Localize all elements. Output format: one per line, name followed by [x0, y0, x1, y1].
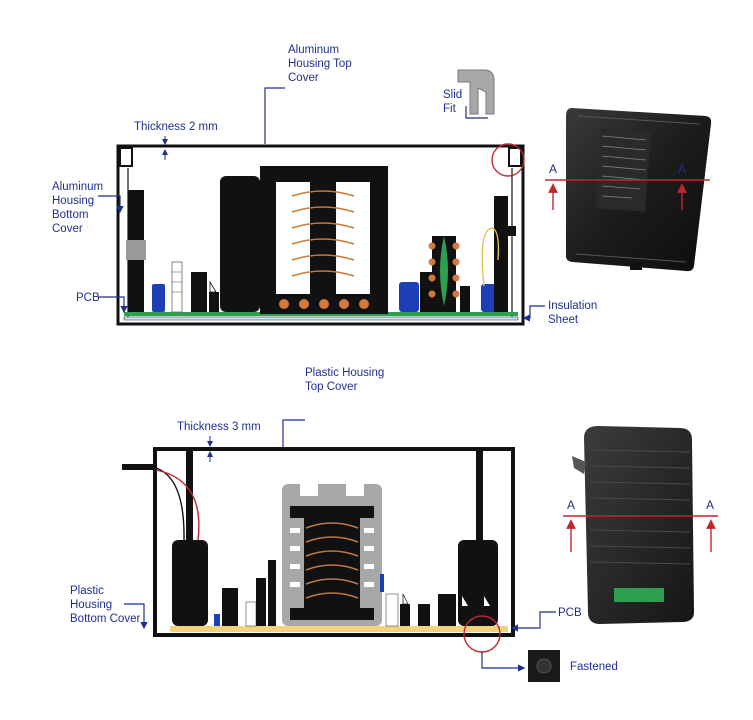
insulation-sheet: [123, 316, 519, 321]
section-marker-left-bottom: A: [567, 498, 575, 512]
slid-fit-label-line1: Slid: [443, 89, 462, 101]
plastic-bottom-cover-label-line2: Housing: [70, 599, 112, 611]
plastic-housing-section: [122, 419, 560, 682]
bottom-cover-label-line1: Aluminum: [52, 181, 103, 193]
transformer-aluminum: [260, 166, 388, 314]
aluminum-product-photo: [565, 108, 712, 272]
section-marker-right-bottom: A: [706, 498, 714, 512]
component-tall-right: [494, 196, 508, 312]
cable-plug: [122, 464, 156, 470]
pcb-label-top: PCB: [76, 292, 100, 304]
capacitor-blue-small: [152, 284, 165, 312]
component-connector: [126, 240, 146, 260]
top-cover-label-line3: Cover: [288, 72, 319, 84]
bottom-cover-label-line4: Cover: [52, 223, 83, 235]
pcb-label-bottom: PCB: [558, 607, 582, 619]
component-white: [171, 261, 183, 313]
thickness-label-bottom: Thickness 3 mm: [177, 421, 261, 433]
bottom-cover-label-line2: Housing: [52, 195, 94, 207]
plastic-housing-outline: [153, 447, 515, 637]
insulation-label-line2: Sheet: [548, 314, 579, 326]
component-black-b: [209, 292, 219, 312]
thickness-label-top: Thickness 2 mm: [134, 121, 218, 133]
component-black-c: [420, 272, 432, 312]
capacitor-large: [220, 176, 260, 312]
plastic-product-photo: [572, 426, 694, 624]
transformer-plastic: [282, 484, 382, 626]
plastic-bottom-cover-label-line1: Plastic: [70, 585, 104, 597]
aluminum-housing-outline: [116, 144, 525, 326]
plastic-bottom-cover-label-line3: Bottom Cover: [70, 613, 140, 625]
plastic-top-cover-label-line2: Top Cover: [305, 381, 358, 393]
capacitor-large-left: [172, 540, 208, 626]
slid-fit-highlight: [491, 143, 525, 177]
slid-fit-label-line2: Fit: [443, 103, 457, 115]
rail-left: [119, 147, 133, 167]
pcb-board-plastic: [170, 626, 508, 632]
inductor-aluminum: [428, 236, 460, 312]
fastened-label: Fastened: [570, 661, 618, 673]
rail-right: [508, 147, 522, 167]
component-black-a: [191, 272, 207, 312]
capacitor-blue-mid: [399, 282, 419, 312]
top-cover-label-line2: Housing Top: [288, 58, 352, 70]
aluminum-housing-section: [98, 69, 545, 326]
insulation-label-line1: Insulation: [548, 300, 597, 312]
plastic-top-cover-label-line1: Plastic Housing: [305, 367, 384, 379]
section-marker-right-top: A: [678, 162, 686, 176]
bottom-cover-label-line3: Bottom: [52, 209, 88, 221]
capacitor-large-right: [458, 540, 498, 626]
section-marker-left-top: A: [549, 162, 557, 176]
top-cover-label-line1: Aluminum: [288, 44, 339, 56]
slid-fit-part: [457, 69, 495, 115]
